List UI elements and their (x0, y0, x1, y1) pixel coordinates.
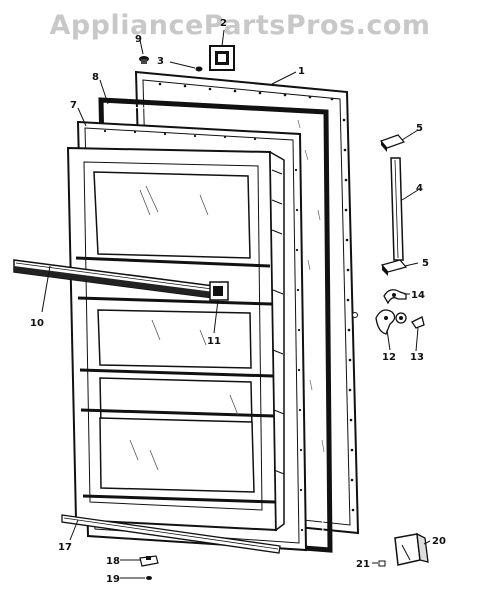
inner-door-liner (66, 119, 325, 532)
callout-11: 11 (207, 336, 221, 347)
door-latch (383, 289, 407, 305)
callout-9: 9 (135, 34, 142, 45)
screw (195, 66, 203, 72)
callout-17: 17 (58, 542, 72, 553)
callout-12: 12 (382, 352, 396, 363)
hinge-washer (395, 312, 407, 324)
callout-18: 18 (106, 556, 120, 567)
callout-3: 3 (157, 56, 164, 67)
callout-10: 10 (30, 318, 44, 329)
callout-19: 19 (106, 574, 120, 585)
hinge-cover (394, 532, 429, 566)
watermark: AppliancePartsPros.com (49, 10, 431, 41)
handle-bracket (209, 45, 235, 71)
callout-1: 1 (298, 66, 305, 77)
callout-7: 7 (70, 100, 77, 111)
vertical-trim-strip (390, 157, 404, 261)
callout-14: 14 (411, 290, 425, 301)
bottom-screw (146, 576, 152, 580)
callout-5-top: 5 (416, 123, 423, 134)
hinge-cam (375, 309, 396, 335)
callout-4: 4 (416, 183, 423, 194)
callout-labels: 1 2 3 9 8 7 10 11 5 4 5 14 12 13 17 18 1… (30, 18, 446, 585)
callout-8: 8 (92, 72, 99, 83)
shelf-bar-end-bracket (209, 281, 229, 301)
small-plug (378, 560, 386, 567)
callout-13: 13 (410, 352, 424, 363)
trim-clip (139, 555, 159, 567)
callout-21: 21 (356, 559, 370, 570)
bottom-trim-strip (61, 514, 281, 554)
hinge-pin (411, 316, 425, 329)
trim-cap-top (379, 134, 406, 152)
trim-cap-bottom (380, 259, 408, 276)
leader-lines (41, 29, 431, 579)
callout-5-bottom: 5 (422, 258, 429, 269)
callout-2: 2 (220, 18, 227, 29)
callout-20: 20 (432, 536, 446, 547)
plug-button (139, 56, 149, 64)
